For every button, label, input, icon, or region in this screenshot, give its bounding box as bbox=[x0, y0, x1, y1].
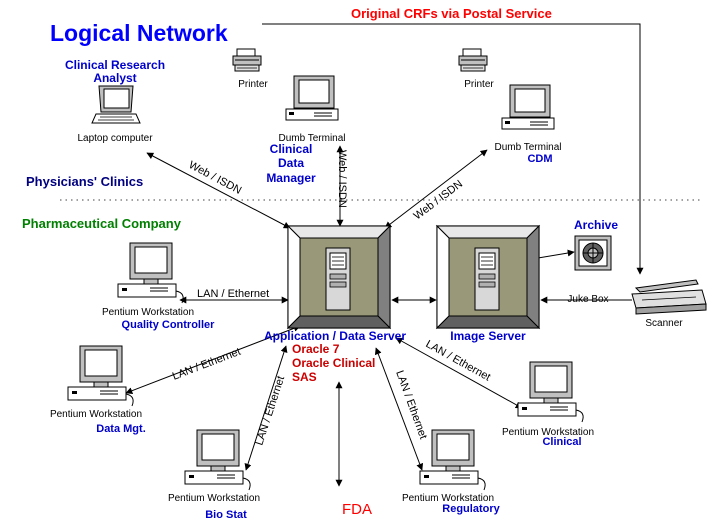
ws-reg-role: Regulatory bbox=[442, 503, 500, 515]
link-label-lan-clinical: LAN / Ethernet bbox=[424, 338, 493, 383]
image-server-caption: Image Server bbox=[450, 329, 526, 343]
printer-icon bbox=[458, 48, 488, 72]
link-cdm-server bbox=[384, 149, 488, 229]
archive-label: Archive bbox=[574, 218, 618, 232]
app-server-caption: Application / Data Server bbox=[264, 329, 406, 343]
scanner-icon bbox=[631, 279, 707, 315]
zone-pharmaceutical-company: Pharmaceutical Company bbox=[22, 216, 182, 231]
link-laptop-server bbox=[146, 152, 291, 229]
link-biostat-server bbox=[244, 345, 288, 471]
juke-box-icon bbox=[574, 235, 612, 271]
link-label-lan-biostat: LAN / Ethernet bbox=[253, 375, 287, 447]
laptop-role-label: Clinical Research bbox=[65, 58, 165, 72]
terminal-left-role-2: Data bbox=[278, 156, 304, 170]
workstation-icon bbox=[517, 361, 584, 423]
link-label-lan-regulatory: LAN / Ethernet bbox=[393, 369, 429, 441]
printer-right-caption: Printer bbox=[464, 79, 494, 90]
terminal-right-caption: Dumb Terminal bbox=[494, 142, 561, 153]
link-regulatory-server bbox=[374, 347, 424, 471]
app-server-software-3: SAS bbox=[292, 370, 317, 384]
ws-dm-caption: Pentium Workstation bbox=[50, 409, 142, 420]
laptop-role-label-2: Analyst bbox=[93, 71, 136, 85]
laptop-caption: Laptop computer bbox=[77, 133, 153, 144]
ws-bio-caption: Pentium Workstation bbox=[168, 493, 260, 504]
link-label-web-isdn-center: Web / ISDN bbox=[336, 150, 348, 208]
app-server-software-1: Oracle 7 bbox=[292, 342, 340, 356]
terminal-left-role-3: Manager bbox=[266, 171, 316, 185]
printer-icon bbox=[232, 48, 262, 72]
link-datamgt-server bbox=[125, 324, 301, 395]
postal-note: Original CRFs via Postal Service bbox=[351, 6, 552, 21]
diagram-title: Logical Network bbox=[50, 20, 228, 46]
server-icon bbox=[287, 225, 391, 329]
workstation-icon bbox=[419, 429, 486, 491]
postal-service-line bbox=[262, 23, 644, 275]
workstation-icon bbox=[117, 242, 184, 304]
ws-dm-role: Data Mgt. bbox=[96, 423, 146, 435]
workstation-icon bbox=[67, 345, 134, 407]
ws-qc-caption: Pentium Workstation bbox=[102, 307, 194, 318]
workstation-icon bbox=[184, 429, 251, 491]
scanner-caption: Scanner bbox=[645, 318, 683, 329]
link-clinical-server bbox=[395, 337, 523, 409]
terminal-left-role: Clinical bbox=[270, 142, 313, 156]
zone-physicians-clinics: Physicians' Clinics bbox=[26, 174, 143, 189]
link-label-lan-datamgt: LAN / Ethernet bbox=[171, 346, 243, 383]
ws-clin-caption: Pentium Workstation bbox=[502, 427, 594, 438]
link-label-lan-qc: LAN / Ethernet bbox=[197, 288, 269, 300]
juke-box-caption: Juke Box bbox=[567, 294, 608, 305]
app-server-software-2: Oracle Clinical bbox=[292, 356, 375, 370]
printer-left-caption: Printer bbox=[238, 79, 268, 90]
server-icon bbox=[436, 225, 540, 329]
ws-qc-role: Quality Controller bbox=[122, 319, 216, 331]
fda-label: FDA bbox=[342, 501, 372, 518]
ws-bio-role: Bio Stat bbox=[205, 509, 247, 521]
terminal-icon bbox=[501, 84, 555, 130]
laptop-icon bbox=[91, 85, 141, 124]
terminal-right-role: CDM bbox=[527, 153, 552, 165]
terminal-left-caption: Dumb Terminal bbox=[278, 133, 345, 144]
terminal-icon bbox=[285, 75, 339, 121]
ws-reg-caption: Pentium Workstation bbox=[402, 493, 494, 504]
ws-clin-role: Clinical bbox=[542, 436, 581, 448]
